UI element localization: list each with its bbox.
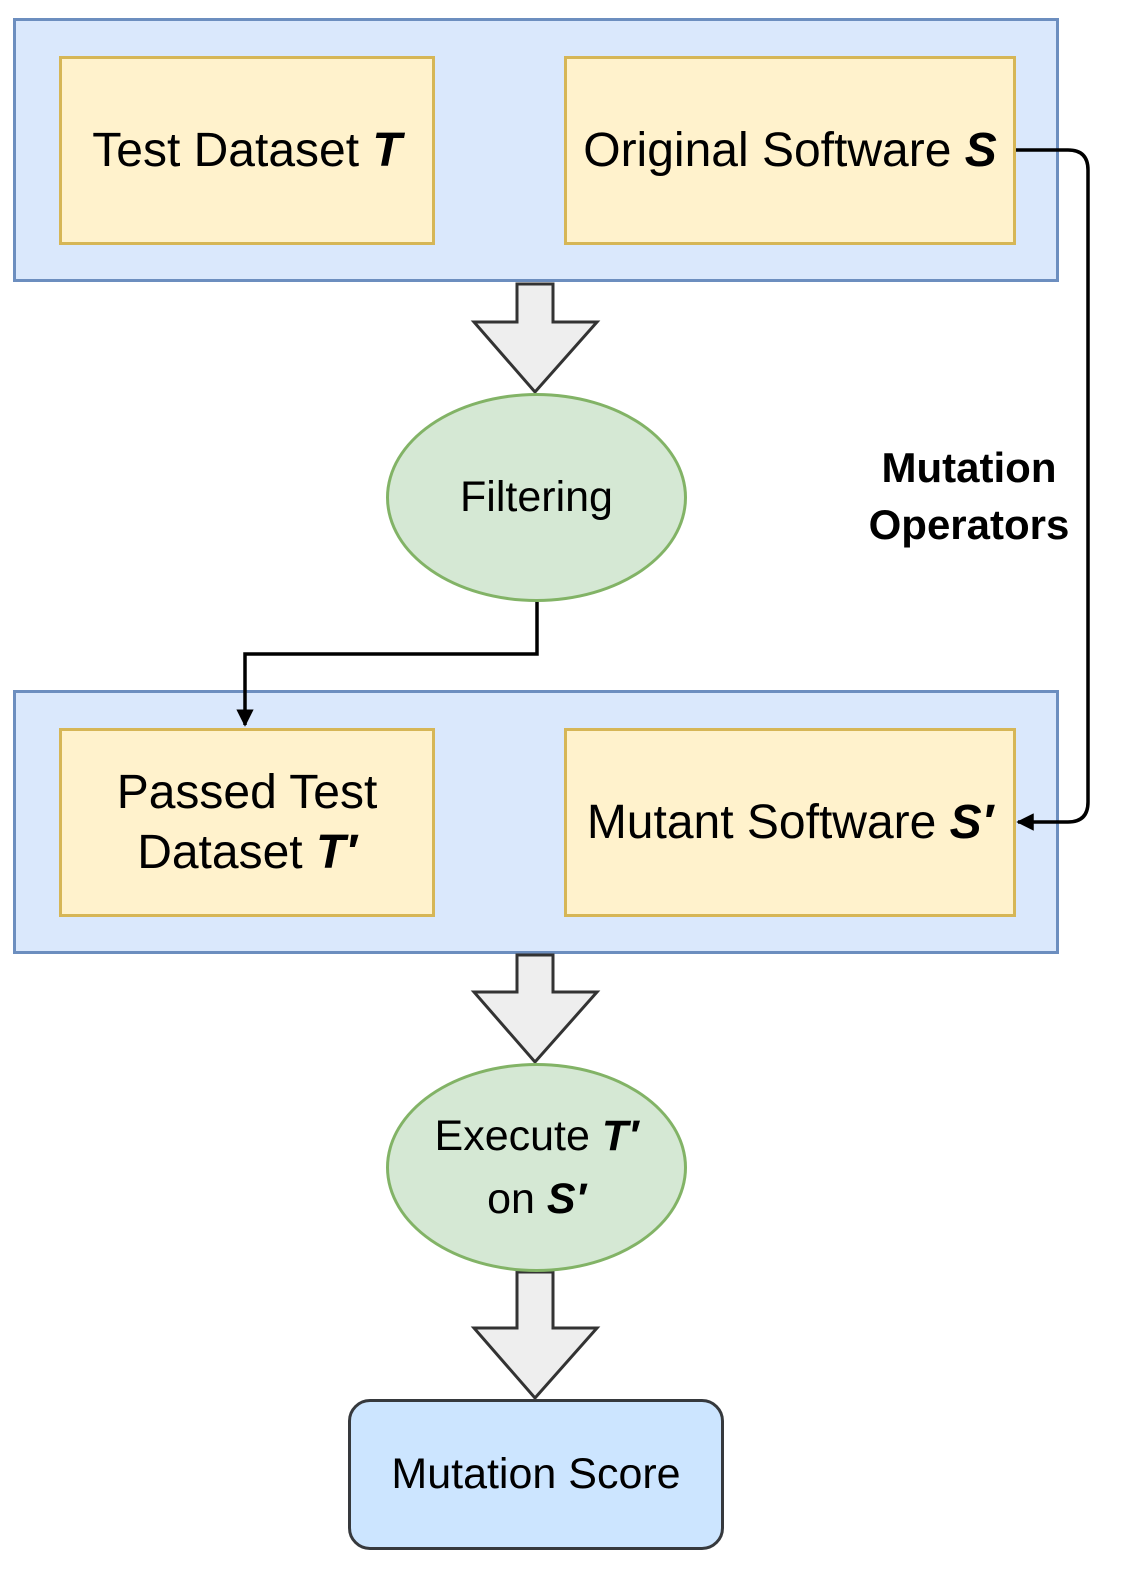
passed-test-dataset-label: Passed Test Dataset T′ — [116, 765, 378, 879]
filtering-node: Filtering — [386, 393, 687, 602]
original-software-node: Original Software S — [564, 56, 1016, 245]
edge-filtering-to-passed — [236, 600, 539, 727]
execute-node: Execute T′ on S′ — [386, 1063, 687, 1272]
original-software-label: Original Software S — [583, 123, 997, 177]
mutation-score-label: Mutation Score — [391, 1450, 681, 1498]
mutant-software-label: Mutant Software S′ — [586, 795, 994, 849]
execute-label: Execute T′ on S′ — [434, 1112, 639, 1223]
edge-mutation-operators — [1016, 148, 1090, 831]
mutation-score-node: Mutation Score — [348, 1399, 724, 1550]
mutant-software-node: Mutant Software S′ — [564, 728, 1016, 917]
filtering-label: Filtering — [460, 473, 613, 522]
test-dataset-label: Test Dataset T — [92, 123, 402, 177]
mutation-operators-label: Mutation Operators — [868, 444, 1070, 548]
test-dataset-node: Test Dataset T — [59, 56, 435, 245]
block-arrow-to-execute — [470, 953, 601, 1065]
block-arrow-to-filtering — [470, 282, 601, 395]
block-arrow-to-score — [470, 1270, 601, 1401]
passed-test-dataset-node: Passed Test Dataset T′ — [59, 728, 435, 917]
